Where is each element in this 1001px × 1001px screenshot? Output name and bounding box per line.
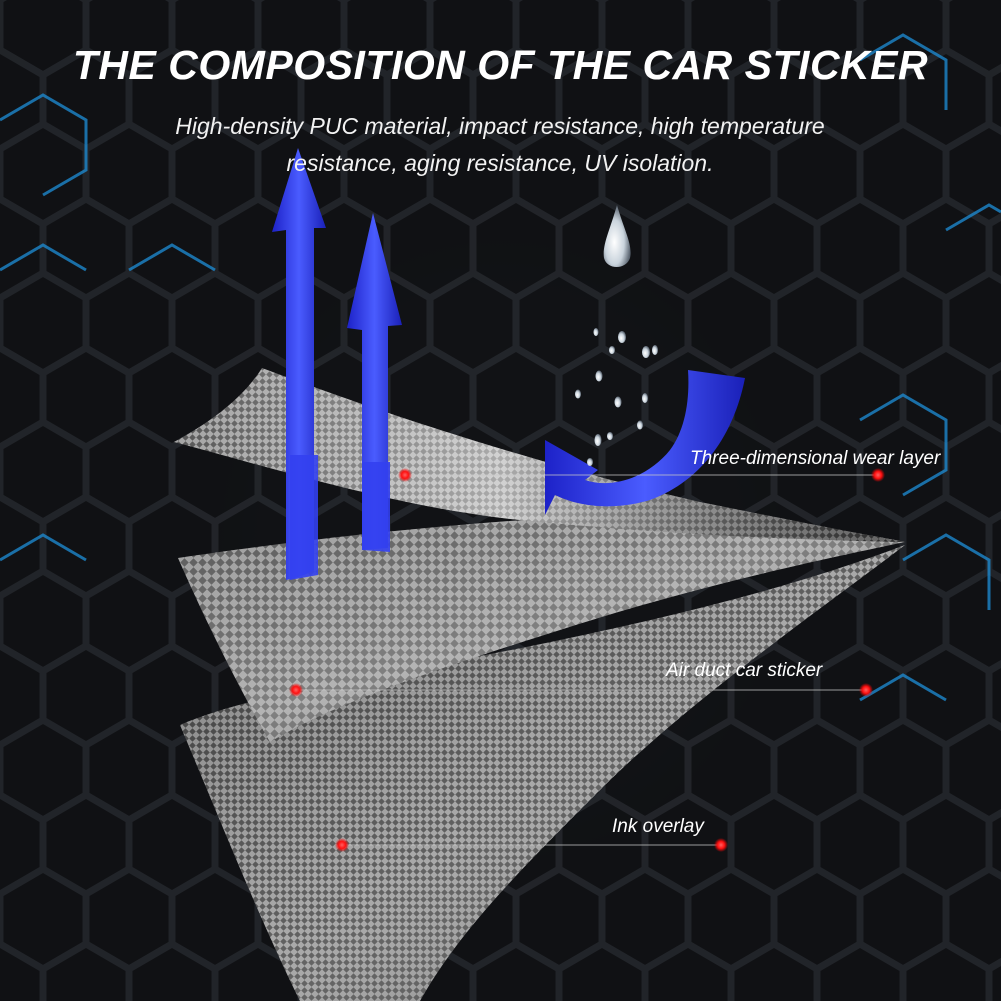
air-duct-layer	[178, 514, 905, 742]
water-drop-icon	[575, 205, 658, 466]
page-title: THE COMPOSITION OF THE CAR STICKER	[72, 42, 929, 88]
marker-dot-icon	[289, 468, 885, 852]
subtitle-line-2: resistance, aging resistance, UV isolati…	[286, 150, 714, 176]
air-duct-layer-label: Air duct car sticker	[666, 660, 823, 681]
curved-arrow-icon	[545, 370, 745, 515]
ink-overlay-label: Ink overlay	[612, 816, 704, 837]
up-arrow-icon	[347, 213, 402, 552]
wear-layer	[174, 368, 905, 542]
callout-lines	[296, 474, 878, 846]
up-arrow-icon	[272, 148, 326, 580]
wear-layer-label: Three-dimensional wear layer	[690, 448, 941, 469]
subtitle-line-1: High-density PUC material, impact resist…	[175, 113, 825, 139]
subtitle: High-density PUC material, impact resist…	[110, 108, 890, 182]
hex-glow-accents	[0, 33, 1001, 702]
ink-overlay-layer	[180, 545, 905, 1001]
